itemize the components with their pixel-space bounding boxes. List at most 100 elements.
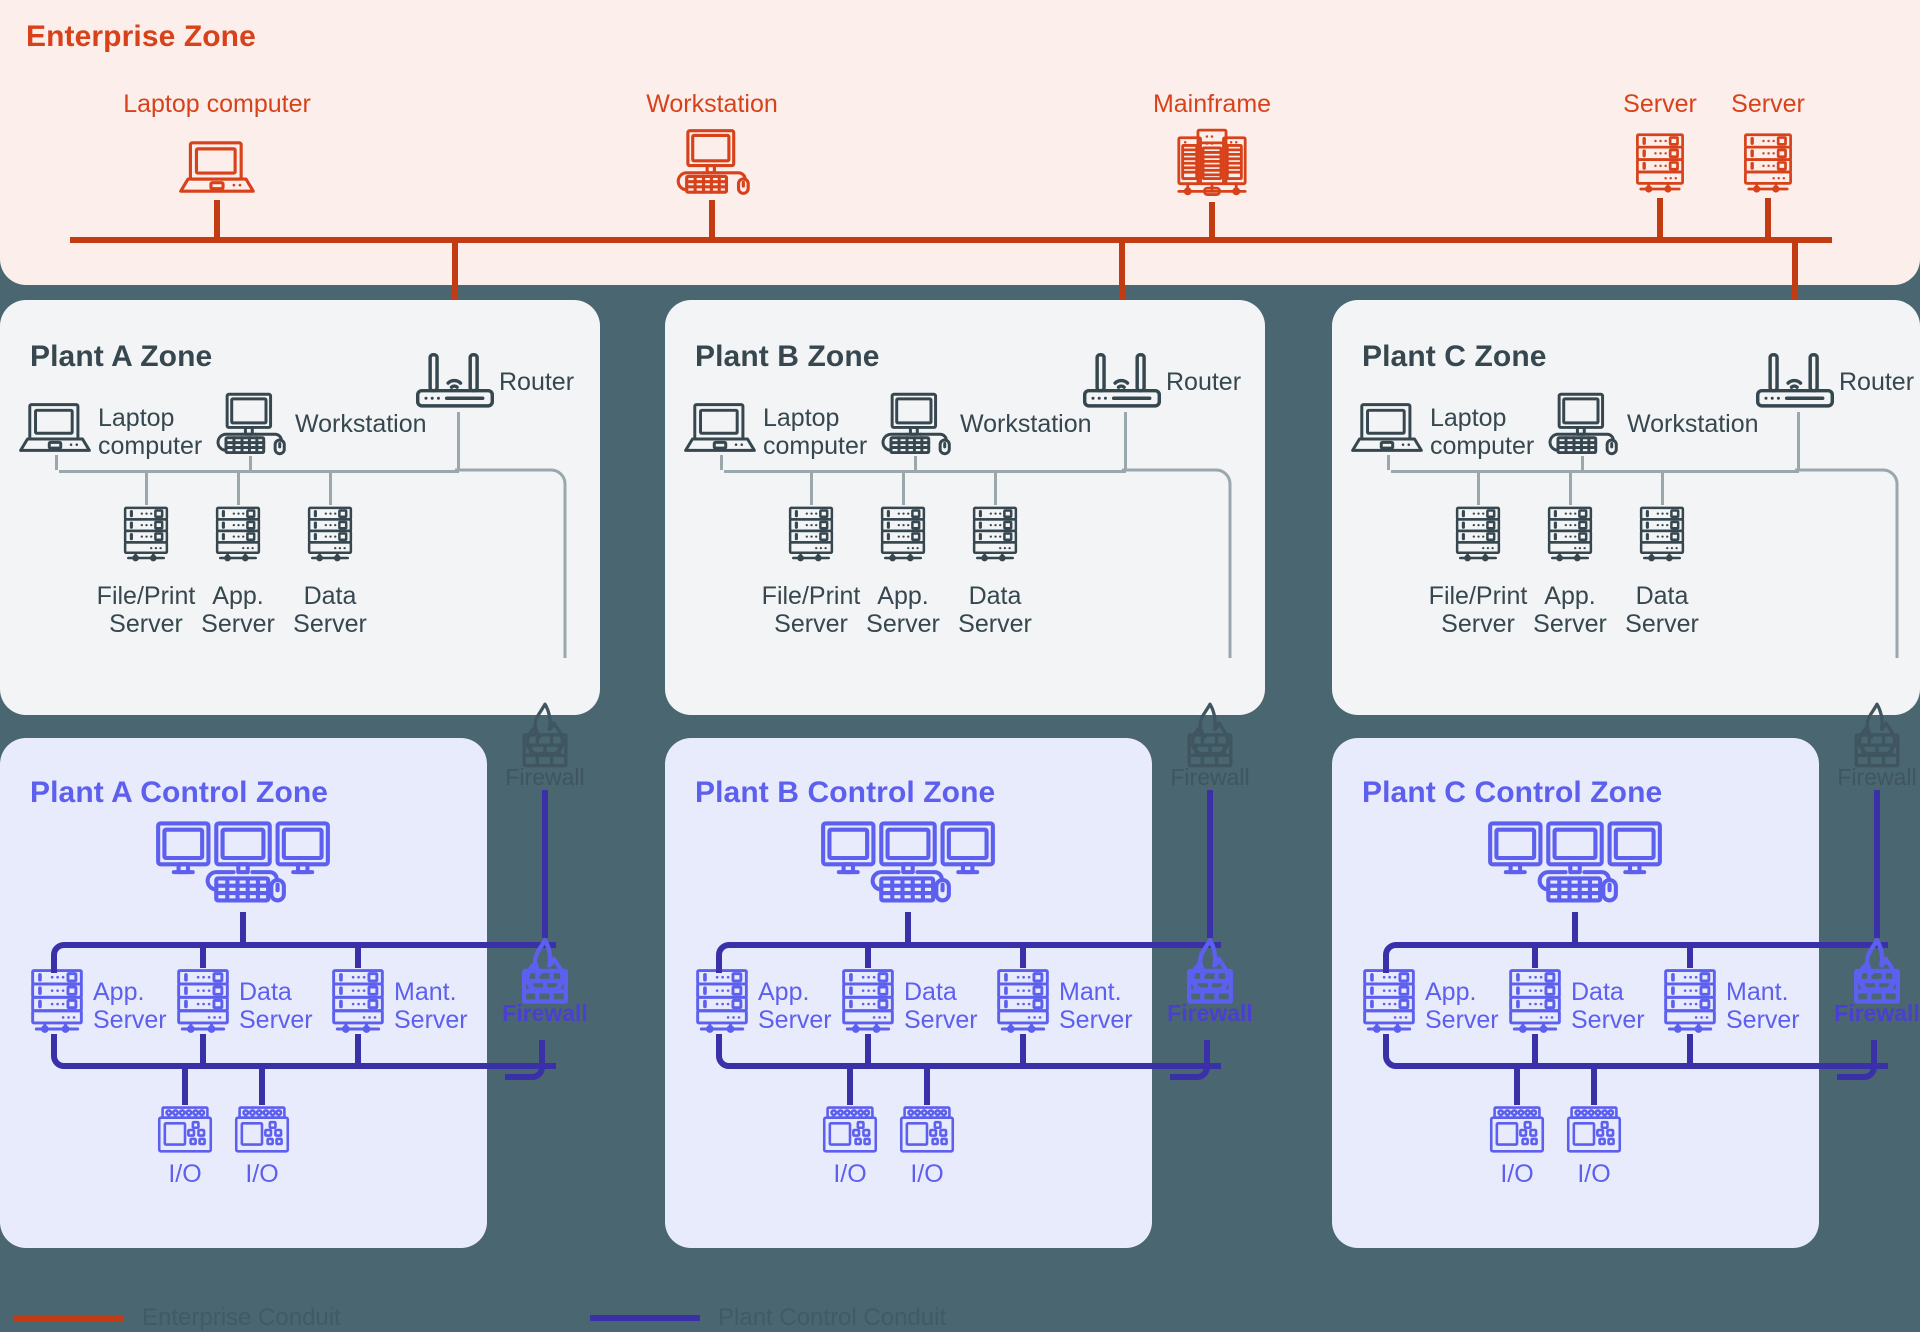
enterprise-node-drop <box>709 200 715 243</box>
server-icon <box>1742 132 1794 194</box>
control-server-label: Mant. Server <box>1726 978 1800 1034</box>
hmi-drop <box>1572 912 1578 945</box>
control-server-drop-lower <box>1020 1034 1026 1066</box>
plant-host-label: Workstation <box>295 410 427 438</box>
plant-server-label: Data Server <box>1625 582 1699 638</box>
plant-zone-panel-1 <box>665 300 1265 715</box>
io-module-icon <box>899 1105 955 1155</box>
plant-server-drop <box>994 470 997 505</box>
firewall-label: Firewall <box>1834 1000 1920 1026</box>
control-lower-bus <box>716 1034 1221 1080</box>
io-module-icon <box>234 1105 290 1155</box>
control-upper-bus <box>51 939 556 979</box>
plant-to-firewall-conduit <box>1795 468 1903 658</box>
control-lower-bus <box>51 1034 556 1080</box>
workstation-icon <box>1543 392 1621 456</box>
server-icon <box>1454 505 1502 563</box>
io-drop <box>847 1066 853 1105</box>
control-server-label: Data Server <box>904 978 978 1034</box>
plant-server-drop <box>1569 470 1572 505</box>
server-icon <box>840 968 896 1034</box>
plant-server-label: App. Server <box>1533 582 1607 638</box>
control-server-label: Data Server <box>239 978 313 1034</box>
legend-item: Enterprise Conduit <box>14 1304 341 1332</box>
legend-swatch <box>590 1315 700 1321</box>
control-server-label: Data Server <box>1571 978 1645 1034</box>
server-icon <box>1507 968 1563 1034</box>
io-label: I/O <box>833 1160 867 1188</box>
plant-zone-title: Plant A Zone <box>30 340 213 373</box>
plant-server-drop <box>1477 470 1480 505</box>
plant-host-label: Workstation <box>1627 410 1759 438</box>
lower-bus-elbow <box>505 1040 551 1080</box>
plant-router-drop <box>1124 412 1127 470</box>
enterprise-node-drop <box>214 200 220 243</box>
server-icon <box>122 505 170 563</box>
server-icon <box>879 505 927 563</box>
control-server-drop <box>865 945 871 968</box>
enterprise-to-plant-drop <box>1792 237 1798 357</box>
io-module-icon <box>1489 1105 1545 1155</box>
plant-server-drop <box>810 470 813 505</box>
server-icon <box>971 505 1019 563</box>
plant-to-firewall-conduit <box>455 468 571 658</box>
plant-host-label: Workstation <box>960 410 1092 438</box>
legend-label: Plant Control Conduit <box>718 1304 947 1331</box>
legend-label: Enterprise Conduit <box>142 1304 341 1331</box>
control-zone-title: Plant B Control Zone <box>695 776 996 809</box>
plant-host-label: Laptop computer <box>763 404 868 460</box>
firewall-icon <box>1174 702 1246 770</box>
laptop-icon <box>1350 400 1424 455</box>
enterprise-to-plant-drop <box>452 237 458 357</box>
enterprise-to-plant-drop <box>1119 237 1125 357</box>
laptop-icon <box>178 138 256 196</box>
control-server-drop <box>355 945 361 968</box>
server-icon <box>1546 505 1594 563</box>
laptop-icon <box>683 400 757 455</box>
server-icon <box>175 968 231 1034</box>
router-icon <box>1080 352 1164 410</box>
plant-zone-title: Plant B Zone <box>695 340 880 373</box>
workstation-icon <box>671 128 753 196</box>
server-icon <box>1638 505 1686 563</box>
multi-monitor-workstation-icon <box>155 820 331 918</box>
firewall-label: Firewall <box>1170 764 1250 790</box>
firewall-label: Firewall <box>1837 764 1917 790</box>
io-drop <box>1514 1066 1520 1105</box>
hmi-drop <box>905 912 911 945</box>
plant-server-label: File/Print Server <box>761 582 861 638</box>
control-server-drop-lower <box>865 1034 871 1066</box>
io-drop <box>182 1066 188 1105</box>
workstation-icon <box>876 392 954 456</box>
control-upper-bus <box>1383 939 1888 979</box>
control-server-label: App. Server <box>758 978 832 1034</box>
io-drop <box>259 1066 265 1105</box>
router-label: Router <box>1166 368 1242 396</box>
control-lower-bus <box>1383 1034 1888 1080</box>
enterprise-bus-conduit <box>70 237 1832 243</box>
firewall-icon <box>509 702 581 770</box>
io-label: I/O <box>1577 1160 1611 1188</box>
control-server-drop <box>1687 945 1693 968</box>
multi-monitor-workstation-icon <box>820 820 996 918</box>
plant-zone-title: Plant C Zone <box>1362 340 1547 373</box>
control-server-drop-lower <box>1687 1034 1693 1066</box>
plant-server-label: Data Server <box>293 582 367 638</box>
plant-server-label: Data Server <box>958 582 1032 638</box>
server-icon <box>787 505 835 563</box>
io-label: I/O <box>1500 1160 1534 1188</box>
router-label: Router <box>499 368 575 396</box>
plant-host-drop <box>249 456 252 473</box>
plant-server-drop <box>1661 470 1664 505</box>
plant-server-label: File/Print Server <box>1428 582 1528 638</box>
io-drop <box>1591 1066 1597 1105</box>
server-icon <box>1361 968 1417 1034</box>
control-upper-bus <box>716 939 1221 979</box>
control-server-drop <box>200 945 206 968</box>
server-icon <box>1662 968 1718 1034</box>
control-server-drop <box>1532 945 1538 968</box>
plant-host-drop <box>1581 456 1584 473</box>
lower-bus-elbow <box>1170 1040 1216 1080</box>
mainframe-icon <box>1175 126 1249 198</box>
plant-internal-bus <box>59 470 459 473</box>
